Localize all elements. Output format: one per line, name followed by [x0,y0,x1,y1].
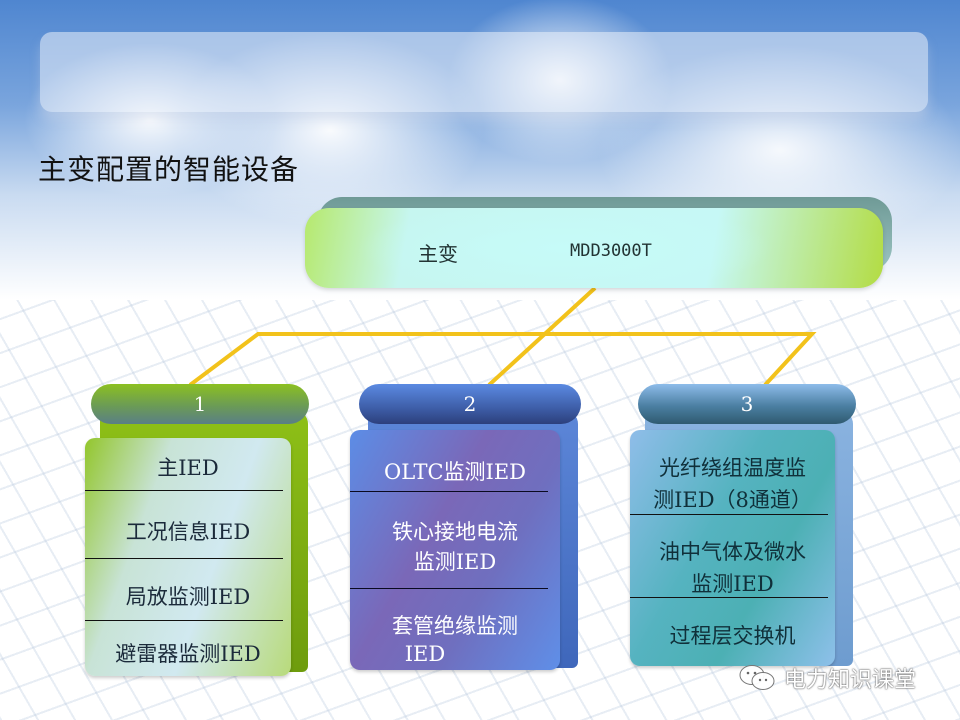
list-item: 过程层交换机 [669,624,796,648]
main-node-model: MDD3000T [570,241,652,261]
watermark-text: 电力知识课堂 [784,668,917,693]
list-item: 铁心接地电流 [392,520,518,544]
watermark: 电力知识课堂 [738,662,916,694]
list-item: OLTC监测IED [384,460,526,484]
group-3-box: 光纤绕组温度监 测IED（8通道） 油中气体及微水 监测IED 过程层交换机 [630,430,835,666]
divider [350,588,548,589]
page-title: 主变配置的智能设备 [38,153,300,186]
list-item: 监测IED [413,550,497,574]
divider [630,514,828,515]
wechat-icon [738,663,778,693]
divider [630,597,828,598]
list-item: 套管绝缘监测 [392,614,518,638]
group-2-header: 2 [359,384,581,424]
group-1-box: 主IED 工况信息IED 局放监测IED 避雷器监测IED [85,438,291,676]
list-item: 工况信息IED [125,520,251,544]
main-transformer-node: 主变 MDD3000T [305,208,883,288]
list-item: IED [404,642,446,666]
list-item: 局放监测IED [125,585,251,609]
divider [85,620,283,621]
list-item: 主IED [157,456,219,480]
title-band [40,32,928,112]
group-2-box: OLTC监测IED 铁心接地电流 监测IED 套管绝缘监测 IED [350,430,560,670]
list-item: 光纤绕组温度监 [659,456,806,480]
group-3-header: 3 [638,384,856,424]
list-item: 避雷器监测IED [115,642,261,666]
divider [350,491,548,492]
list-item: 测IED（8通道） [653,488,812,512]
list-item: 油中气体及微水 [659,540,806,564]
list-item: 监测IED [691,572,774,596]
divider [85,490,283,491]
divider [85,558,283,559]
group-1-header: 1 [91,384,309,424]
main-node-label: 主变 [418,242,458,266]
